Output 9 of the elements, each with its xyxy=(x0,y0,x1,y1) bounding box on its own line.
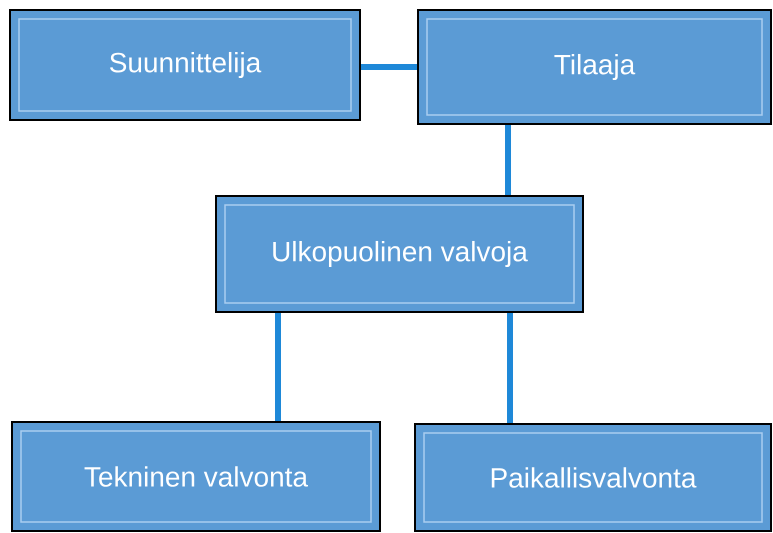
process-box: Suunnittelija xyxy=(9,9,361,121)
connector-line xyxy=(361,64,417,70)
connector-line xyxy=(505,125,511,195)
process-box: Tilaaja xyxy=(417,9,772,125)
connector-line xyxy=(275,313,281,421)
process-box: Tekninen valvonta xyxy=(11,421,381,532)
process-box: Paikallisvalvonta xyxy=(414,423,772,532)
process-box: Ulkopuolinen valvoja xyxy=(215,195,584,313)
connector-line xyxy=(507,313,513,423)
